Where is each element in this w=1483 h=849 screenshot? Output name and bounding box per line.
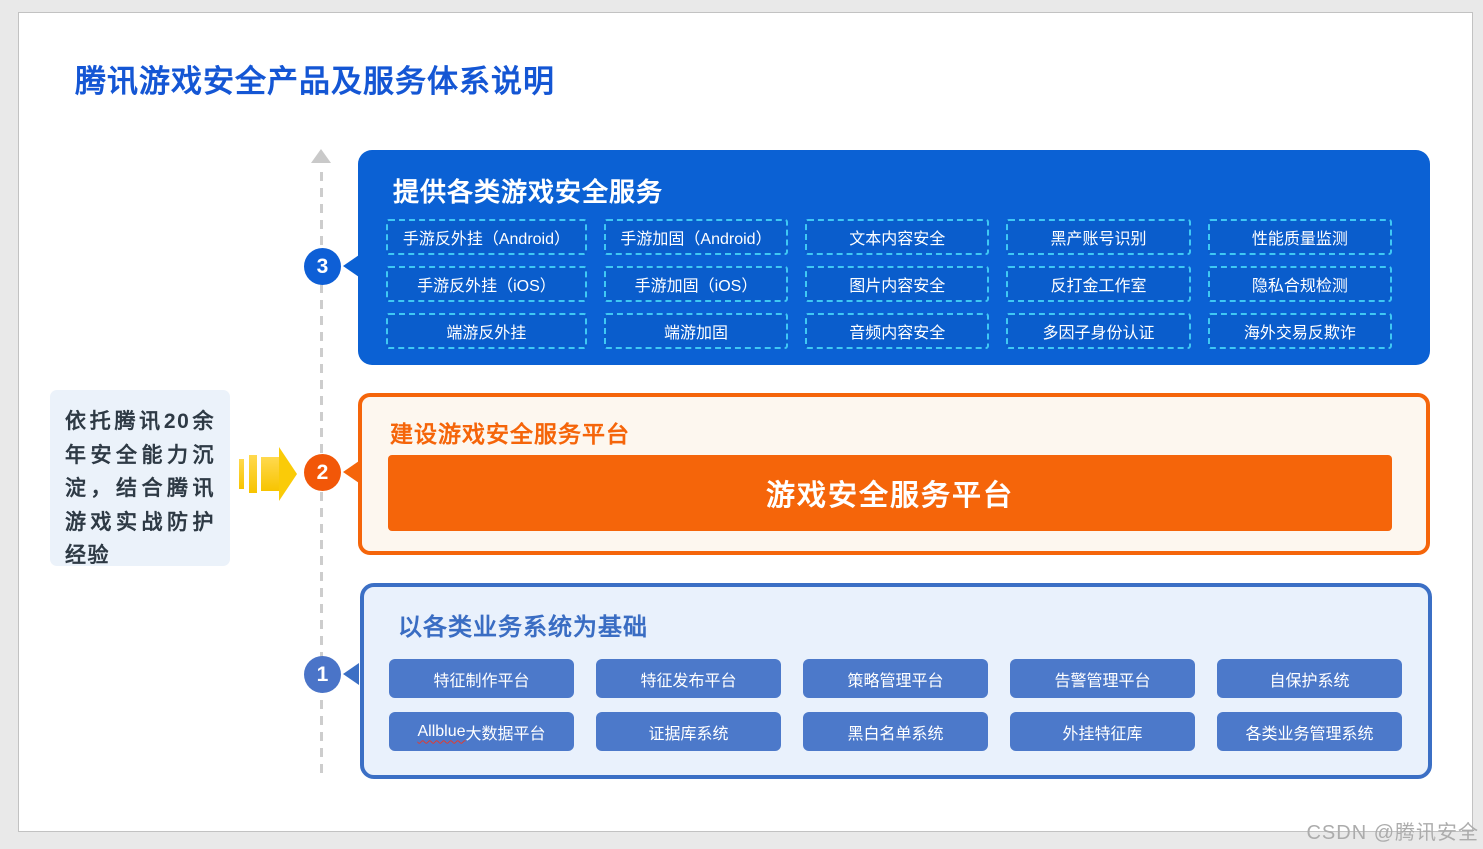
game-security-platform-bar: 游戏安全服务平台 (388, 455, 1392, 531)
step-badge-1: 1 (304, 656, 341, 693)
services-box: 提供各类游戏安全服务 手游反外挂（Android） 手游加固（Android） … (358, 150, 1430, 365)
services-box-title: 提供各类游戏安全服务 (393, 177, 664, 207)
system-chip-latin-part: Allblue (417, 722, 466, 740)
platform-box: 建设游戏安全服务平台 游戏安全服务平台 (358, 393, 1430, 555)
system-chip: 黑白名单系统 (803, 712, 988, 751)
step-badge-2: 2 (304, 454, 341, 491)
service-chip: 多因子身份认证 (1006, 313, 1191, 349)
service-chip: 海外交易反欺诈 (1207, 313, 1392, 349)
system-chip-label: 告警管理平台 (1054, 672, 1151, 690)
service-chip: 反打金工作室 (1006, 266, 1191, 302)
intro-note: 依托腾讯20余年安全能力沉淀，结合腾讯游戏实战防护经验 (50, 390, 230, 567)
system-chip-label: 黑白名单系统 (847, 725, 944, 743)
intro-note-text: 依托腾讯20余年安全能力沉淀，结合腾讯游戏实战防护经验 (65, 410, 215, 568)
services-box-pointer (343, 255, 359, 277)
service-chip: 手游加固（Android） (603, 219, 789, 255)
service-chip: 端游加固 (603, 313, 789, 349)
service-chip: 黑产账号识别 (1006, 219, 1191, 255)
systems-box-title: 以各类业务系统为基础 (398, 614, 648, 641)
system-chip: 特征发布平台 (596, 659, 781, 698)
system-chip: 各类业务管理系统 (1217, 712, 1402, 751)
right-arrow-icon (249, 455, 257, 493)
service-chip: 音频内容安全 (805, 313, 990, 349)
systems-box: 以各类业务系统为基础 特征制作平台 特征发布平台 策略管理平台 告警管理平台 自… (360, 583, 1432, 779)
system-chip: 策略管理平台 (803, 659, 988, 698)
systems-grid: 特征制作平台 特征发布平台 策略管理平台 告警管理平台 自保护系统 Allblu… (389, 659, 1402, 751)
system-chip: 自保护系统 (1217, 659, 1402, 698)
system-chip: 外挂特征库 (1010, 712, 1195, 751)
system-chip: 证据库系统 (596, 712, 781, 751)
service-chip: 端游反外挂 (386, 313, 587, 349)
system-chip-label: 特征发布平台 (640, 672, 737, 690)
page-title: 腾讯游戏安全产品及服务体系说明 (75, 64, 555, 99)
service-chip: 手游反外挂（iOS） (386, 266, 587, 302)
platform-box-title: 建设游戏安全服务平台 (390, 421, 630, 447)
service-chip: 性能质量监测 (1207, 219, 1392, 255)
watermark: CSDN @腾讯安全 (1306, 822, 1479, 844)
step-badge-3: 3 (304, 248, 341, 285)
services-grid: 手游反外挂（Android） 手游加固（Android） 文本内容安全 黑产账号… (386, 219, 1392, 349)
system-chip: 告警管理平台 (1010, 659, 1195, 698)
system-chip-label: 证据库系统 (648, 725, 729, 743)
service-chip: 手游反外挂（Android） (386, 219, 587, 255)
system-chip-label: 大数据平台 (465, 725, 546, 743)
system-chip-label: 各类业务管理系统 (1245, 725, 1374, 743)
timeline-up-arrow-icon (311, 149, 331, 163)
system-chip-label: 策略管理平台 (847, 672, 944, 690)
system-chip-label: 特征制作平台 (433, 672, 530, 690)
service-chip: 手游加固（iOS） (603, 266, 789, 302)
service-chip: 隐私合规检测 (1207, 266, 1392, 302)
right-arrow-icon (239, 459, 244, 489)
right-arrow-icon (261, 457, 280, 491)
system-chip-label: 外挂特征库 (1062, 725, 1143, 743)
service-chip: 图片内容安全 (805, 266, 990, 302)
system-chip-label: 自保护系统 (1269, 672, 1350, 690)
platform-box-pointer (343, 461, 359, 483)
service-chip: 文本内容安全 (805, 219, 990, 255)
right-arrow-icon (279, 447, 297, 501)
system-chip: 特征制作平台 (389, 659, 574, 698)
systems-box-pointer (343, 663, 359, 685)
